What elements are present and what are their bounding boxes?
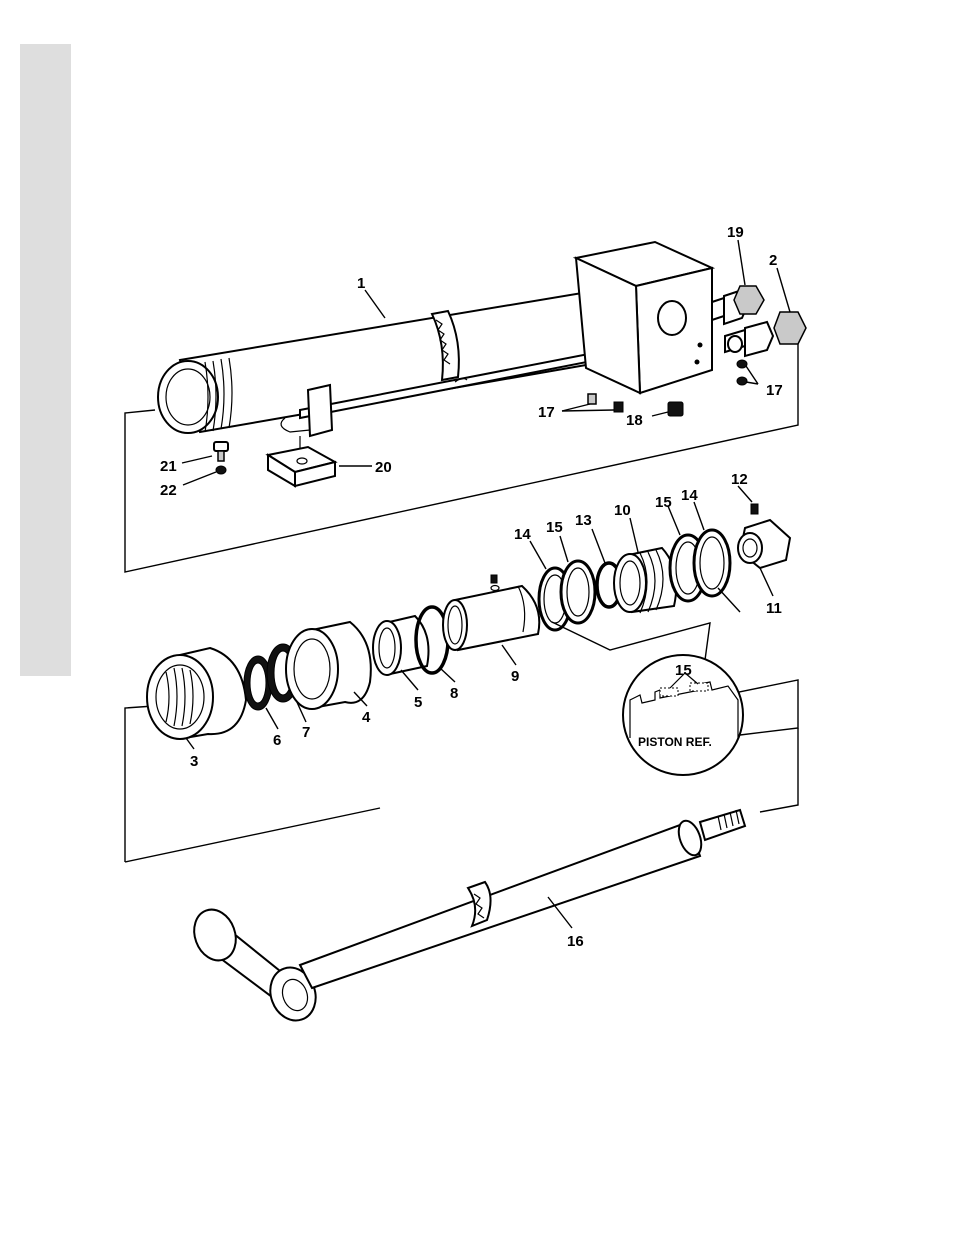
label-5: 5	[414, 694, 422, 711]
label-12: 12	[731, 471, 748, 488]
label-4: 4	[362, 709, 371, 726]
tube-part-9	[443, 575, 539, 650]
block-part-20	[268, 447, 335, 486]
label-11: 11	[766, 600, 782, 617]
plug-part-18	[668, 402, 683, 416]
label-17-right: 17	[766, 382, 783, 399]
fitting-part-19	[712, 286, 764, 324]
label-17-left: 17	[538, 404, 555, 421]
piston-rod-part-16	[187, 810, 745, 1027]
label-13: 13	[575, 512, 592, 529]
label-16: 16	[567, 933, 584, 950]
set-screw-part-12	[751, 504, 758, 514]
label-10: 10	[614, 502, 631, 519]
label-18: 18	[626, 412, 643, 429]
spacer-part-5	[373, 616, 429, 675]
label-22: 22	[160, 482, 177, 499]
label-15-left: 15	[546, 519, 563, 536]
label-14-right: 14	[681, 487, 698, 504]
gland-part-3	[147, 648, 246, 739]
wear-ring-part-14-right	[694, 530, 730, 596]
label-20: 20	[375, 459, 392, 476]
label-3: 3	[190, 753, 198, 770]
seal-part-15-left	[561, 561, 595, 623]
nut-part-11	[738, 520, 790, 568]
washer-part-22	[216, 466, 226, 474]
inset-label-15: 15	[675, 662, 692, 679]
label-8: 8	[450, 685, 458, 702]
label-6: 6	[273, 732, 281, 749]
inset-caption: PISTON REF.	[638, 735, 712, 749]
label-21: 21	[160, 458, 177, 475]
label-9: 9	[511, 668, 519, 685]
label-19: 19	[727, 224, 744, 241]
screw-part-21	[214, 442, 228, 461]
label-15-right: 15	[655, 494, 672, 511]
piston-part-10	[614, 548, 676, 613]
label-14-left: 14	[514, 526, 531, 543]
label-2: 2	[769, 252, 777, 269]
barrel-head-block	[576, 242, 712, 393]
label-1: 1	[357, 275, 365, 292]
label-7: 7	[302, 724, 310, 741]
